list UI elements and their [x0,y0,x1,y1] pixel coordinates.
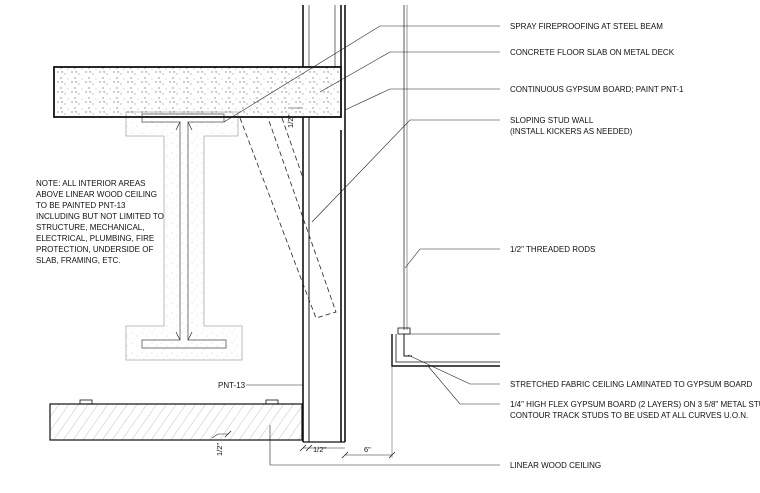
callout-spray-fireproofing: SPRAY FIREPROOFING AT STEEL BEAM [510,22,663,31]
dimension-half-inch-left: 1/2" [215,443,224,456]
callout-stretched-fabric: STRETCHED FABRIC CEILING LAMINATED TO GY… [510,380,752,389]
note-line: STRUCTURE, MECHANICAL, [36,223,144,232]
note-line: ELECTRICAL, PLUMBING, FIRE [36,234,154,243]
callout-sloping-stud-line1: SLOPING STUD WALL [510,116,594,125]
callout-sloping-stud-line2: (INSTALL KICKERS AS NEEDED) [510,127,633,136]
note-line: PROTECTION, UNDERSIDE OF [36,245,153,254]
dimension-marks [211,107,396,459]
leader-lines [223,25,500,466]
callout-threaded-rods: 1/2" THREADED RODS [510,245,595,254]
callout-concrete-slab: CONCRETE FLOOR SLAB ON METAL DECK [510,48,675,57]
note-line: ABOVE LINEAR WOOD CEILING [36,190,157,199]
callout-high-flex-line1: 1/4" HIGH FLEX GYPSUM BOARD (2 LAYERS) O… [510,400,760,409]
linear-wood-ceiling [49,399,303,441]
note-line: NOTE: ALL INTERIOR AREAS [36,179,146,188]
note-line: SLAB, FRAMING, ETC. [36,256,120,265]
callout-linear-wood: LINEAR WOOD CEILING [510,461,601,470]
callout-gypsum-board: CONTINUOUS GYPSUM BOARD; PAINT PNT-1 [510,85,684,94]
sloping-stud-wall [239,117,337,319]
note-line: INCLUDING BUT NOT LIMITED TO [36,212,164,221]
note-block: NOTE: ALL INTERIOR AREAS ABOVE LINEAR WO… [36,179,164,265]
dimension-half-inch-top: 1/2" [286,115,295,128]
callout-high-flex-line2: CONTOUR TRACK STUDS TO BE USED AT ALL CU… [510,411,748,420]
gypsum-wall [302,5,346,443]
dimension-six-inch: 6" [364,445,371,454]
dimension-half-inch-bottom: 1/2" [313,445,326,454]
callout-pnt13: PNT-13 [218,381,246,390]
concrete-slab [53,66,342,118]
fabric-ceiling [391,327,500,367]
note-line: TO BE PAINTED PNT-13 [36,201,126,210]
